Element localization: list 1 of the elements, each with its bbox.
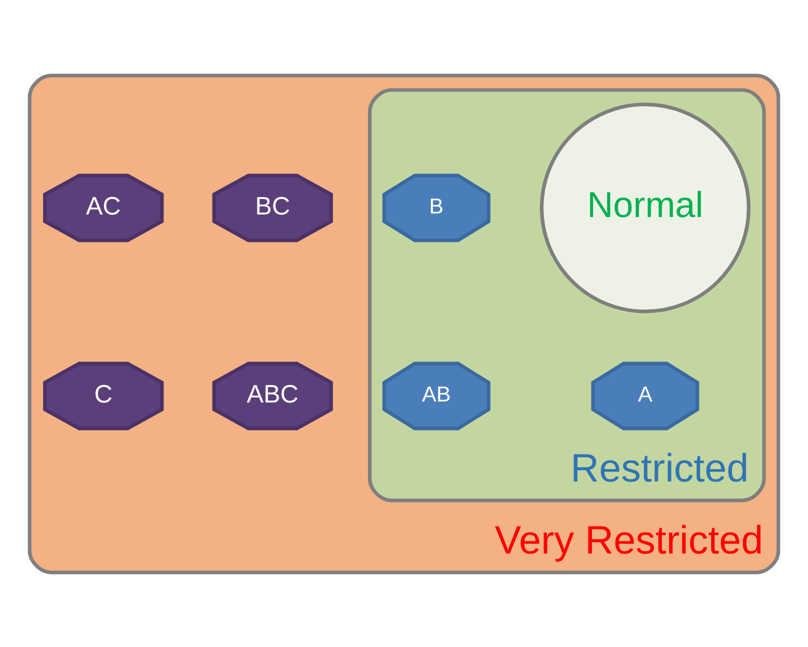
node-circle: Normal	[540, 102, 750, 313]
